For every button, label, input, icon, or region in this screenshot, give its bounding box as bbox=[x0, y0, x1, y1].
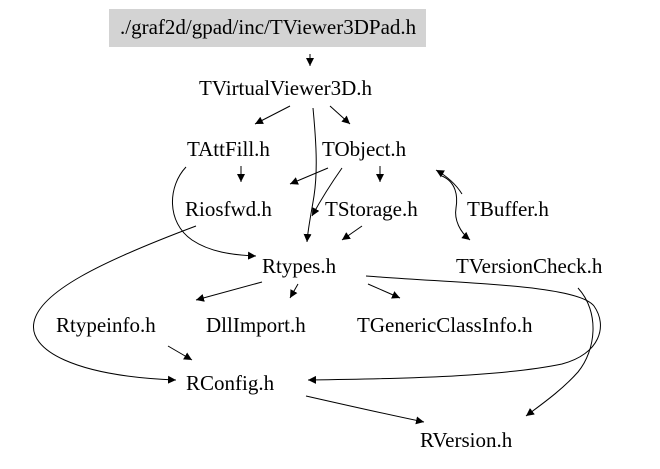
node-tversioncheck[interactable]: TVersionCheck.h bbox=[456, 254, 603, 278]
edge-rtypeinfo-to-rconfig bbox=[167, 345, 193, 361]
node-tstorage[interactable]: TStorage.h bbox=[325, 197, 418, 221]
edge-tobject-to-riosfwd bbox=[289, 167, 329, 185]
edge-rconfig-to-rversion bbox=[305, 395, 425, 425]
node-riosfwd[interactable]: Riosfwd.h bbox=[185, 197, 272, 221]
edge-tvirtualviewer3d-to-tattfill bbox=[254, 105, 291, 125]
node-root-tviewer3dpad[interactable]: ./graf2d/gpad/inc/TViewer3DPad.h bbox=[109, 9, 427, 47]
node-tbuffer[interactable]: TBuffer.h bbox=[467, 197, 549, 221]
edge-tstorage-to-rtypes bbox=[341, 225, 363, 241]
edge-tversioncheck-to-rversion bbox=[525, 287, 594, 417]
node-rtypes[interactable]: Rtypes.h bbox=[262, 254, 337, 278]
edge-tobject-to-tversioncheck bbox=[441, 175, 471, 241]
edge-tvirtualviewer3d-to-rtypes bbox=[303, 107, 317, 243]
node-tgenericclassinfo[interactable]: TGenericClassInfo.h bbox=[357, 313, 533, 337]
node-dllimport[interactable]: DllImport.h bbox=[206, 313, 306, 337]
node-rversion[interactable]: RVersion.h bbox=[420, 428, 513, 452]
edge-rtypes-to-rconfig bbox=[307, 275, 601, 384]
node-rtypeinfo[interactable]: Rtypeinfo.h bbox=[56, 313, 156, 337]
edge-tvirtualviewer3d-to-tobject bbox=[329, 105, 351, 125]
edge-rtypes-to-rtypeinfo bbox=[195, 281, 263, 302]
node-rconfig[interactable]: RConfig.h bbox=[186, 371, 275, 395]
node-tvirtualviewer3d[interactable]: TVirtualViewer3D.h bbox=[199, 76, 373, 100]
edge-tobject-to-rtypes bbox=[311, 167, 343, 217]
edge-tbuffer-to-tobject bbox=[435, 169, 463, 195]
edge-rtypes-to-tgenericclassinfo bbox=[367, 283, 401, 299]
edge-tattfill-to-rtypes bbox=[172, 166, 257, 260]
edge-rtypes-to-dllimport bbox=[289, 283, 299, 299]
node-tobject[interactable]: TObject.h bbox=[322, 137, 407, 161]
node-tattfill[interactable]: TAttFill.h bbox=[187, 137, 270, 161]
edge-riosfwd-to-rconfig bbox=[33, 225, 197, 384]
